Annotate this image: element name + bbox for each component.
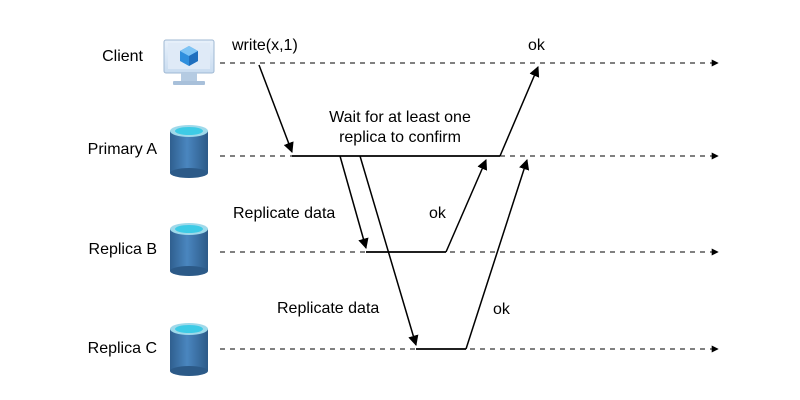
ok-b-arrow — [445, 159, 488, 253]
replicate-c-label: Replicate data — [277, 300, 380, 317]
ok-client-arrow — [499, 66, 540, 157]
wait-label-line2: replica to confirm — [339, 129, 461, 146]
ok-c-label: ok — [493, 301, 510, 318]
lane-label-primary-a: Primary A — [87, 141, 157, 158]
replicate-b-arrow — [339, 155, 369, 250]
lane-label-replica-c: Replica C — [87, 340, 157, 357]
wait-label-line1: Wait for at least one — [329, 109, 471, 126]
database-icon-replica-b — [170, 223, 208, 276]
write-label: write(x,1) — [232, 37, 298, 54]
ok-client-label: ok — [528, 37, 545, 54]
ok-b-label: ok — [429, 205, 446, 222]
replicate-c-arrow — [359, 155, 419, 347]
replicate-b-label: Replicate data — [233, 205, 336, 222]
ok-c-arrow — [465, 159, 530, 350]
database-icon-replica-c — [170, 323, 208, 376]
write-arrow — [258, 64, 294, 153]
lane-label-replica-b: Replica B — [88, 241, 157, 258]
lane-label-client: Client — [102, 48, 143, 65]
monitor-icon — [163, 39, 215, 85]
database-icon-primary-a — [170, 125, 208, 178]
